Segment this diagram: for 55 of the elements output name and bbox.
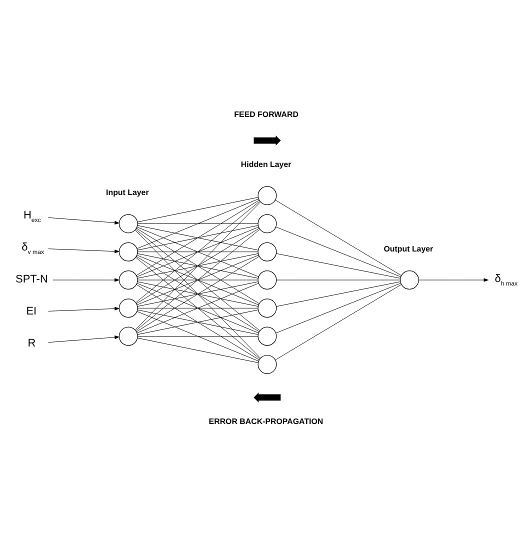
node-circle	[118, 242, 138, 261]
node-circle	[400, 270, 419, 289]
connector	[137, 223, 258, 224]
node-circle	[258, 242, 277, 261]
connector	[137, 279, 258, 280]
connector	[137, 309, 258, 334]
connector	[136, 254, 259, 305]
node-text: δ$_{h max}$	[494, 272, 518, 288]
node-circle	[258, 214, 277, 233]
connector	[276, 226, 402, 277]
connector	[137, 252, 258, 278]
connector	[136, 310, 259, 361]
connector	[136, 228, 260, 304]
node-circle	[118, 298, 138, 318]
node-text: SPT-N	[16, 273, 48, 286]
connector	[276, 279, 400, 280]
connector	[136, 228, 260, 330]
connector	[136, 284, 260, 360]
node-text: EI	[26, 305, 37, 318]
node-circle	[118, 326, 138, 346]
connector	[136, 200, 260, 302]
arrow	[48, 216, 120, 224]
connector	[135, 201, 261, 330]
connector	[275, 284, 402, 360]
connector	[275, 199, 402, 276]
node-text: R	[28, 336, 36, 349]
node-circle	[258, 186, 277, 205]
arrow	[48, 306, 120, 311]
node-text: δ$_{v max}$	[22, 240, 44, 256]
node-circle	[118, 270, 138, 289]
connector	[136, 198, 259, 248]
connector	[136, 282, 259, 333]
connector	[137, 307, 258, 308]
arrow	[48, 335, 120, 342]
connector	[136, 199, 260, 276]
connector	[135, 229, 261, 358]
connector	[137, 337, 258, 362]
connector	[276, 282, 402, 333]
connector	[137, 196, 258, 222]
node-circle	[258, 298, 277, 318]
connector	[136, 226, 259, 276]
arrow	[418, 278, 489, 282]
node-circle	[258, 270, 277, 289]
node-circle	[118, 214, 138, 233]
arrow	[48, 248, 120, 253]
node-text: H$_{exc}$	[23, 208, 41, 224]
arrow	[52, 278, 120, 282]
connector	[137, 251, 258, 252]
node-circle	[258, 326, 277, 346]
connector	[136, 256, 260, 332]
node-circle	[258, 354, 277, 374]
connector	[276, 252, 401, 278]
connector	[136, 256, 260, 359]
connector	[137, 224, 258, 250]
connector	[276, 280, 401, 306]
